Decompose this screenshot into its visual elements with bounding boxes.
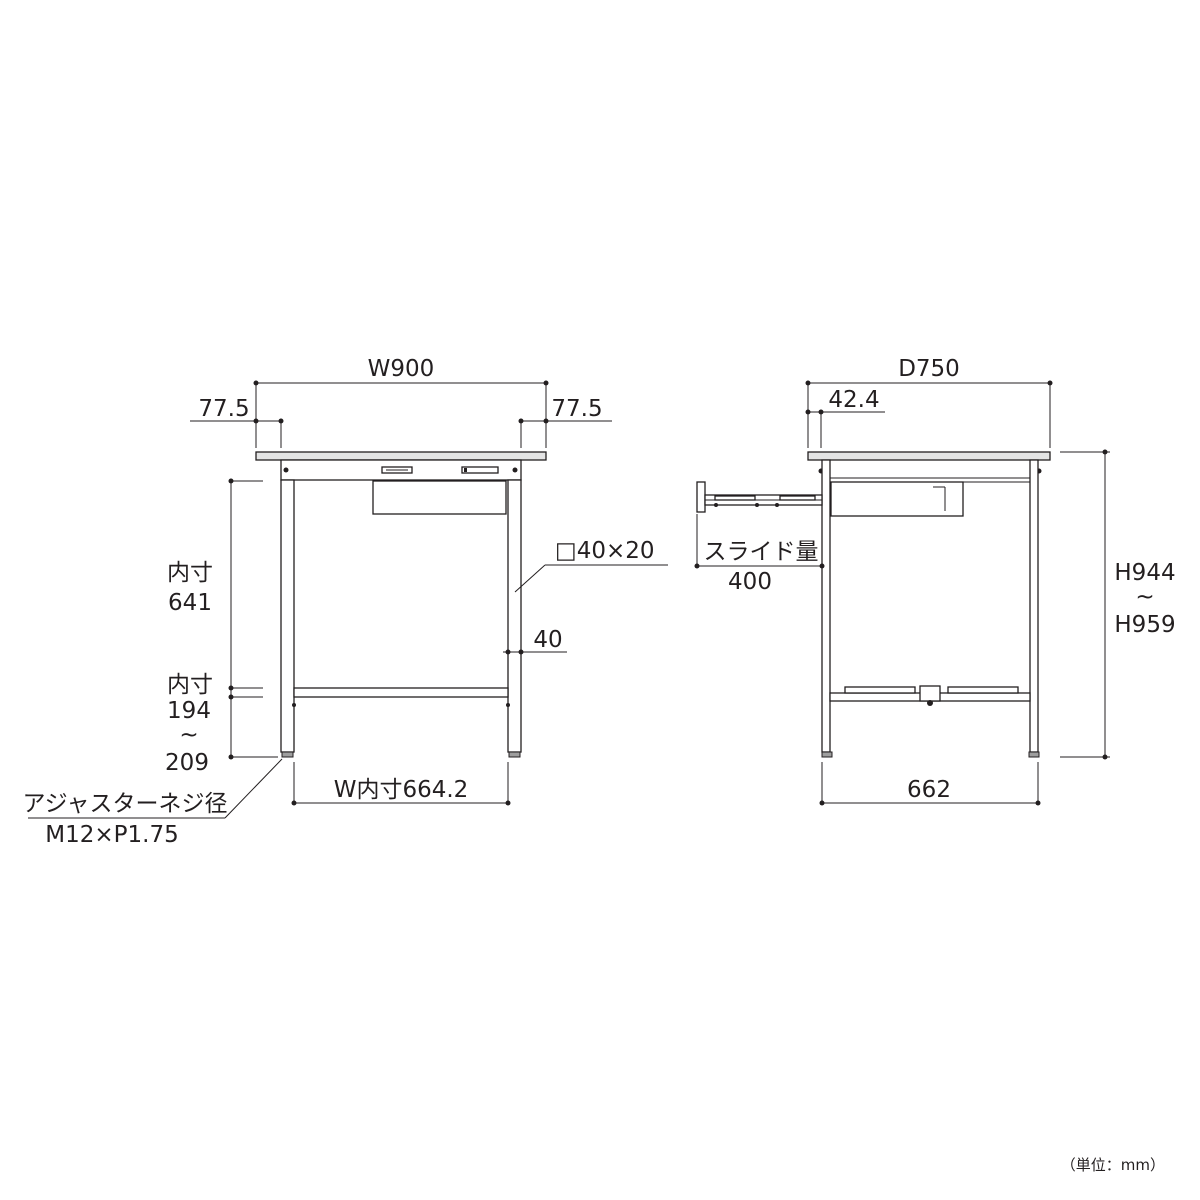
slide-value: 400: [728, 569, 772, 595]
front-view: W900 77.5 77.5 内寸 641 内寸 194 ~ 209 □40×2…: [23, 356, 668, 848]
adjuster-spec: M12×P1.75: [45, 822, 178, 848]
side-tabletop: [807, 451, 1051, 461]
height-min: H944: [1114, 560, 1175, 586]
lower-inner-label: 内寸: [167, 672, 213, 698]
front-left-leg: [280, 479, 295, 753]
lower-inner-max: 209: [165, 750, 209, 776]
apron-label-icon: [381, 466, 499, 474]
side-front-leg: [821, 459, 831, 753]
side-view: D750 42.4 スライド量 400 H944 ~ H959 662: [694, 356, 1176, 806]
leg-span-label: 662: [907, 777, 951, 803]
front-right-leg: [507, 479, 522, 753]
inner-height-value: 641: [168, 590, 212, 616]
inner-width-label: W内寸664.2: [334, 777, 469, 803]
lower-inner-min: 194: [167, 698, 211, 724]
front-left-foot: [281, 751, 294, 758]
leg-section-label: □40×20: [555, 538, 655, 564]
front-right-foot: [508, 751, 521, 758]
front-lower-rail: [293, 687, 509, 698]
front-left-offset: 77.5: [198, 396, 249, 422]
front-tabletop: [255, 451, 547, 461]
slide-rail: [696, 481, 823, 513]
height-max: H959: [1114, 612, 1175, 638]
front-right-offset: 77.5: [551, 396, 602, 422]
front-width-label: W900: [368, 356, 435, 382]
side-drawer: [830, 481, 964, 517]
slide-label: スライド量: [704, 539, 819, 565]
side-front-offset: 42.4: [828, 387, 879, 413]
unit-note: （単位：mm）: [1061, 1156, 1165, 1174]
side-front-foot: [821, 751, 833, 758]
rail-height-label: 40: [533, 627, 562, 653]
side-back-leg: [1029, 459, 1039, 753]
lower-inner-tilde: ~: [179, 722, 198, 748]
side-depth-label: D750: [898, 356, 960, 382]
inner-height-label: 内寸: [167, 560, 213, 586]
side-center-bracket: [919, 685, 941, 702]
front-drawer: [372, 480, 507, 515]
height-tilde: ~: [1135, 584, 1154, 610]
adjuster-label: アジャスターネジ径: [23, 791, 228, 817]
side-back-foot: [1028, 751, 1040, 758]
